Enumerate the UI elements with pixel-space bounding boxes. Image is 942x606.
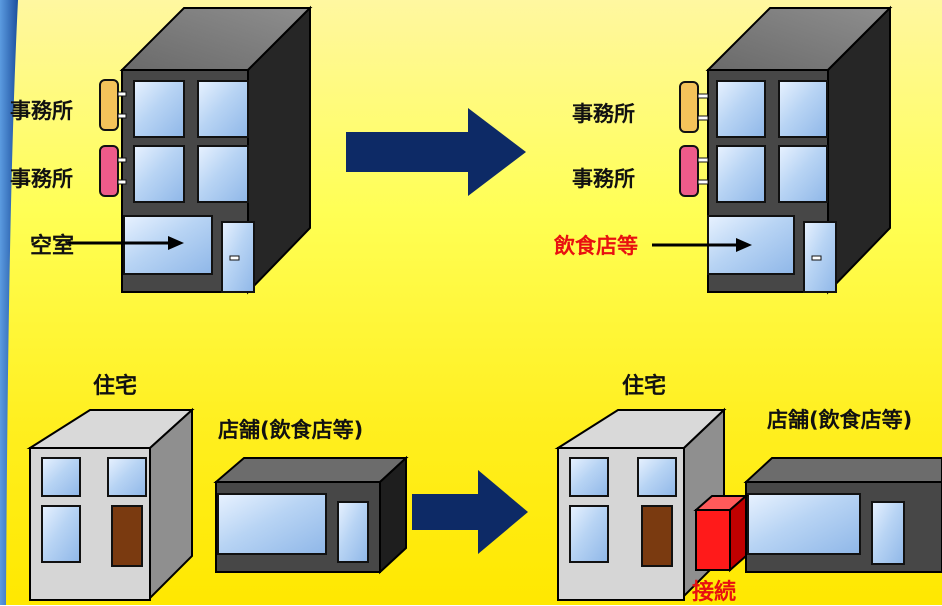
sign-bracket: [697, 93, 709, 99]
sign-office-icon: [679, 81, 699, 133]
pointer-arrowhead: [736, 238, 752, 252]
connector-block: [693, 493, 749, 573]
transition-arrow: [412, 470, 528, 554]
sign-bracket: [117, 91, 127, 97]
sign-office-icon: [99, 79, 119, 131]
connector-front: [695, 509, 731, 571]
sign-office-icon: [99, 145, 119, 197]
window: [197, 80, 249, 138]
house-before: [26, 407, 195, 601]
pointer-arrowhead: [168, 236, 184, 250]
door-handle: [811, 255, 822, 261]
window: [133, 80, 185, 138]
connector-side: [729, 493, 747, 573]
label-office-floor3-after: 事務所: [572, 102, 635, 126]
sign-bracket: [117, 179, 127, 185]
label-shop-before: 店舗(飲食店等): [218, 418, 364, 442]
label-office-floor2-before: 事務所: [10, 167, 73, 191]
sign-bracket: [697, 179, 709, 185]
window: [716, 145, 766, 203]
window: [778, 145, 828, 203]
window: [197, 145, 249, 203]
label-house-before: 住宅: [93, 374, 138, 399]
label-shop-after: 店舗(飲食店等): [767, 408, 913, 432]
shop-after: [743, 457, 942, 573]
window: [133, 145, 185, 203]
sign-bracket: [117, 113, 127, 119]
label-connection: 接続: [692, 580, 737, 605]
left-border-strip: [0, 0, 18, 605]
house-door: [111, 505, 143, 567]
office-building-before: [68, 5, 313, 295]
entrance-door: [803, 221, 837, 293]
window: [41, 457, 81, 497]
sign-bracket: [117, 157, 127, 163]
window: [107, 457, 147, 497]
shop-door: [871, 501, 905, 565]
label-house-after: 住宅: [622, 374, 667, 399]
house-after: [554, 407, 727, 601]
door-handle: [229, 255, 240, 261]
label-restaurant: 飲食店等: [554, 234, 638, 258]
shop-before: [213, 455, 409, 575]
window: [716, 80, 766, 138]
shop-window: [217, 493, 327, 555]
shop-roof: [213, 457, 409, 483]
shop-door: [337, 501, 369, 563]
label-vacant: 空室: [30, 234, 75, 259]
window: [637, 457, 677, 497]
sign-office-icon: [679, 145, 699, 197]
window: [569, 505, 609, 563]
office-building-after: [652, 5, 893, 295]
label-office-floor3-before: 事務所: [10, 99, 73, 123]
window: [569, 457, 609, 497]
transition-arrow: [346, 108, 526, 196]
sign-bracket: [697, 157, 709, 163]
house-door: [641, 505, 673, 567]
shop-window: [747, 493, 861, 555]
label-office-floor2-after: 事務所: [572, 167, 635, 191]
shop-roof: [743, 457, 942, 483]
sign-bracket: [697, 115, 709, 121]
window: [41, 505, 81, 563]
window: [778, 80, 828, 138]
